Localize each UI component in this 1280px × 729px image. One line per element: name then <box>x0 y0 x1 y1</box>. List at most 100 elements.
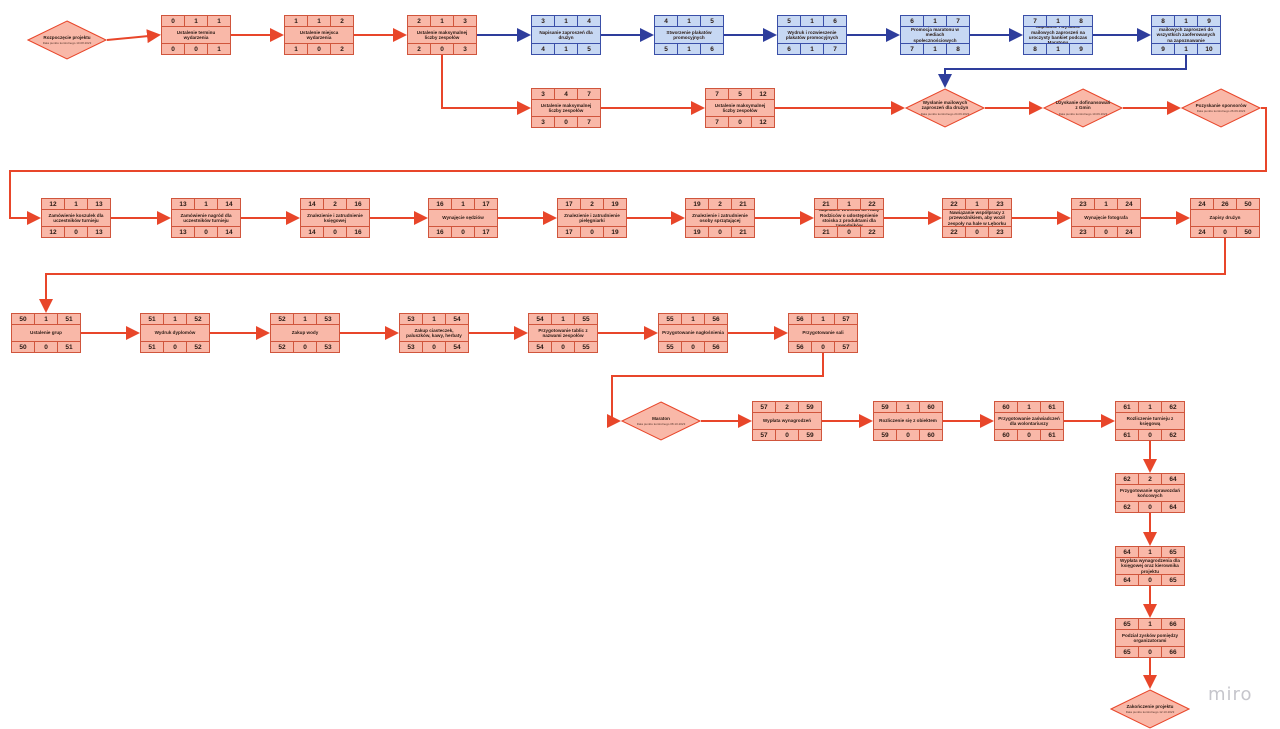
earliest-finish-cell: 53 <box>324 315 332 323</box>
slack-cell: 0 <box>1018 430 1041 440</box>
duration-cell: 1 <box>1175 16 1198 26</box>
earliest-start-cell: 57 <box>753 402 776 412</box>
earliest-start-cell: 60 <box>995 402 1018 412</box>
earliest-start-cell: 17 <box>558 199 581 209</box>
task-label: Zamówienie koszulek dla uczestników turn… <box>48 212 104 223</box>
earliest-finish-cell: 23 <box>996 200 1004 208</box>
duration-cell: 4 <box>555 89 578 99</box>
earliest-finish-cell: 62 <box>1169 403 1177 411</box>
duration-cell: 1 <box>682 314 705 324</box>
earliest-start-cell: 56 <box>789 314 812 324</box>
earliest-finish-cell: 1 <box>217 17 221 25</box>
latest-start-cell: 12 <box>42 227 65 237</box>
earliest-start-cell: 12 <box>42 199 65 209</box>
duration-cell: 1 <box>801 16 824 26</box>
dependency-arrow <box>39 238 1226 313</box>
duration-cell: 1 <box>812 314 835 324</box>
duration-cell: 1 <box>35 314 58 324</box>
latest-start-cell: 4 <box>532 44 555 54</box>
earliest-start-cell: 22 <box>943 199 966 209</box>
latest-start-cell: 24 <box>1191 227 1214 237</box>
latest-start-cell: 52 <box>271 342 294 352</box>
duration-cell: 1 <box>65 199 88 209</box>
earliest-finish-cell: 56 <box>712 315 720 323</box>
earliest-finish-cell: 17 <box>482 200 490 208</box>
slack-cell: 0 <box>552 342 575 352</box>
task-node[interactable]: 21122Napisanie wniosku do Rady Rodziców … <box>814 198 884 238</box>
slack-cell: 0 <box>164 342 187 352</box>
task-label: Przygotowanie zaświadczeń dla wolontariu… <box>998 415 1060 426</box>
earliest-start-cell: 5 <box>778 16 801 26</box>
earliest-start-cell: 55 <box>659 314 682 324</box>
task-node[interactable]: 819Napisanie i wysłanie mailowych zapros… <box>1151 15 1221 55</box>
latest-start-cell: 3 <box>532 117 555 127</box>
task-node[interactable]: 718Napisanie i wysłanie mailowych zapros… <box>1023 15 1093 55</box>
task-label: Nawiązanie współpracy z przewoźnikiem, a… <box>947 210 1007 226</box>
latest-finish-cell: 54 <box>453 343 461 351</box>
latest-finish-cell: 12 <box>759 118 767 126</box>
slack-cell: 0 <box>185 44 208 54</box>
latest-start-cell: 64 <box>1116 575 1139 585</box>
earliest-start-cell: 2 <box>408 16 431 26</box>
slack-cell: 0 <box>729 117 752 127</box>
duration-cell: 1 <box>1018 402 1041 412</box>
earliest-finish-cell: 60 <box>927 403 935 411</box>
earliest-finish-cell: 66 <box>1169 620 1177 628</box>
latest-start-cell: 62 <box>1116 502 1139 512</box>
